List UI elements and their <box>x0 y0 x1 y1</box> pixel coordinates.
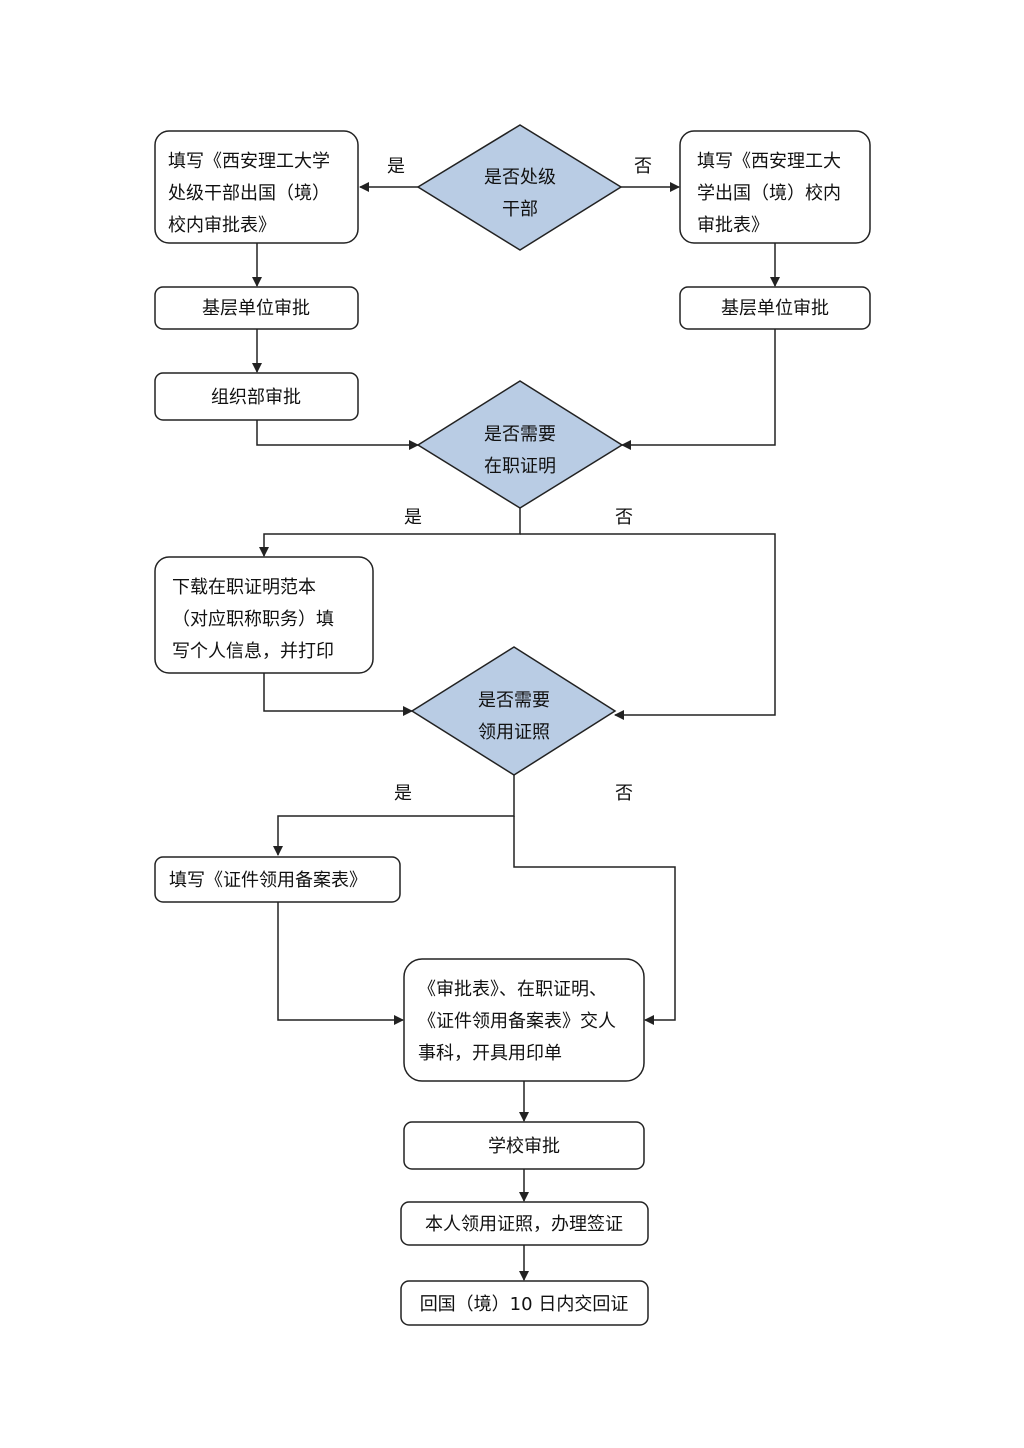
arrow-download-to-docs <box>263 673 413 716</box>
form-cadre-box: 填写《西安理工大学 处级干部出国（境） 校内审批表》 <box>154 130 359 244</box>
unit-approval-left-rect <box>154 286 359 330</box>
decision-cadre-line-1: 是否处级 <box>484 167 556 188</box>
org-dept-approval-box: 组织部审批 <box>154 372 359 421</box>
return-docs-rect <box>400 1280 649 1326</box>
return-docs-label: 回国（境）10 日内交回证 <box>420 1294 629 1315</box>
decision-docs-line-2: 领用证照 <box>478 722 550 743</box>
download-template-line-1: 下载在职证明范本 <box>172 577 316 598</box>
school-approval-box: 学校审批 <box>403 1121 645 1170</box>
org-dept-approval-rect <box>154 372 359 421</box>
arrow-org-to-employment <box>256 420 419 450</box>
submit-hr-line-3: 事科，开具用印单 <box>418 1043 562 1064</box>
decision-cadre-shape <box>416 124 623 251</box>
unit-approval-right-rect <box>679 286 871 330</box>
decision-cadre-line-2: 干部 <box>502 199 538 220</box>
decision-docs-shape <box>410 646 617 776</box>
form-general-rect <box>679 130 871 244</box>
form-cadre-rect <box>154 130 359 244</box>
unit-approval-right-label: 基层单位审批 <box>721 298 829 319</box>
school-approval-rect <box>403 1121 645 1170</box>
submit-hr-box: 《审批表》、在职证明、 《证件领用备案表》交人 事科，开具用印单 <box>403 958 645 1082</box>
fill-docs-form-box: 填写《证件领用备案表》 <box>154 856 401 903</box>
unit-approval-right-box: 基层单位审批 <box>679 286 871 330</box>
label-yes-employment: 是 <box>404 507 422 528</box>
arrow-unit-right-to-employment <box>621 329 776 450</box>
decision-employment: 是否需要 在职证明 <box>416 380 624 509</box>
download-template-line-2: （对应职称职务）填 <box>172 609 334 630</box>
decision-docs: 是否需要 领用证照 <box>410 646 617 776</box>
decision-employment-line-1: 是否需要 <box>484 424 556 445</box>
decision-cadre: 是否处级 干部 <box>416 124 623 251</box>
collect-docs-rect <box>400 1201 649 1246</box>
label-no-docs: 否 <box>615 783 633 804</box>
form-general-line-2: 学出国（境）校内 <box>697 183 841 204</box>
decision-employment-line-2: 在职证明 <box>484 456 556 477</box>
download-template-box: 下载在职证明范本 （对应职称职务）填 写个人信息，并打印 <box>154 556 374 674</box>
form-general-line-1: 填写《西安理工大 <box>697 151 841 172</box>
arrow-employment-no <box>520 533 776 720</box>
form-cadre-line-3: 校内审批表》 <box>168 215 276 236</box>
edge-labels: 是 否 是 否 是 否 <box>387 156 652 804</box>
connectors <box>252 182 780 1281</box>
label-no-employment: 否 <box>615 507 633 528</box>
return-docs-box: 回国（境）10 日内交回证 <box>400 1280 649 1326</box>
arrow-docs-no <box>513 816 676 1025</box>
submit-hr-rect <box>403 958 645 1082</box>
collect-docs-box: 本人领用证照，办理签证 <box>400 1201 649 1246</box>
download-template-line-3: 写个人信息，并打印 <box>172 641 334 662</box>
decision-docs-line-1: 是否需要 <box>478 690 550 711</box>
download-template-rect <box>154 556 374 674</box>
arrow-docs-yes <box>273 775 515 856</box>
submit-hr-line-2: 《证件领用备案表》交人 <box>418 1011 616 1032</box>
form-general-line-3: 审批表》 <box>697 215 769 236</box>
label-yes-cadre: 是 <box>387 156 405 177</box>
label-yes-docs: 是 <box>394 783 412 804</box>
arrow-employment-yes <box>259 508 521 557</box>
fill-docs-form-label: 填写《证件领用备案表》 <box>169 870 367 891</box>
label-no-cadre: 否 <box>634 156 652 177</box>
form-cadre-line-1: 填写《西安理工大学 <box>168 151 330 172</box>
unit-approval-left-label: 基层单位审批 <box>202 298 310 319</box>
arrow-docsform-to-submit <box>277 902 404 1025</box>
org-dept-approval-label: 组织部审批 <box>211 387 301 408</box>
submit-hr-line-1: 《审批表》、在职证明、 <box>418 979 607 1000</box>
school-approval-label: 学校审批 <box>488 1136 560 1157</box>
decision-employment-shape <box>416 380 624 509</box>
collect-docs-label: 本人领用证照，办理签证 <box>425 1214 623 1235</box>
fill-docs-form-rect <box>154 856 401 903</box>
form-general-box: 填写《西安理工大 学出国（境）校内 审批表》 <box>679 130 871 244</box>
form-cadre-line-2: 处级干部出国（境） <box>168 183 330 204</box>
unit-approval-left-box: 基层单位审批 <box>154 286 359 330</box>
